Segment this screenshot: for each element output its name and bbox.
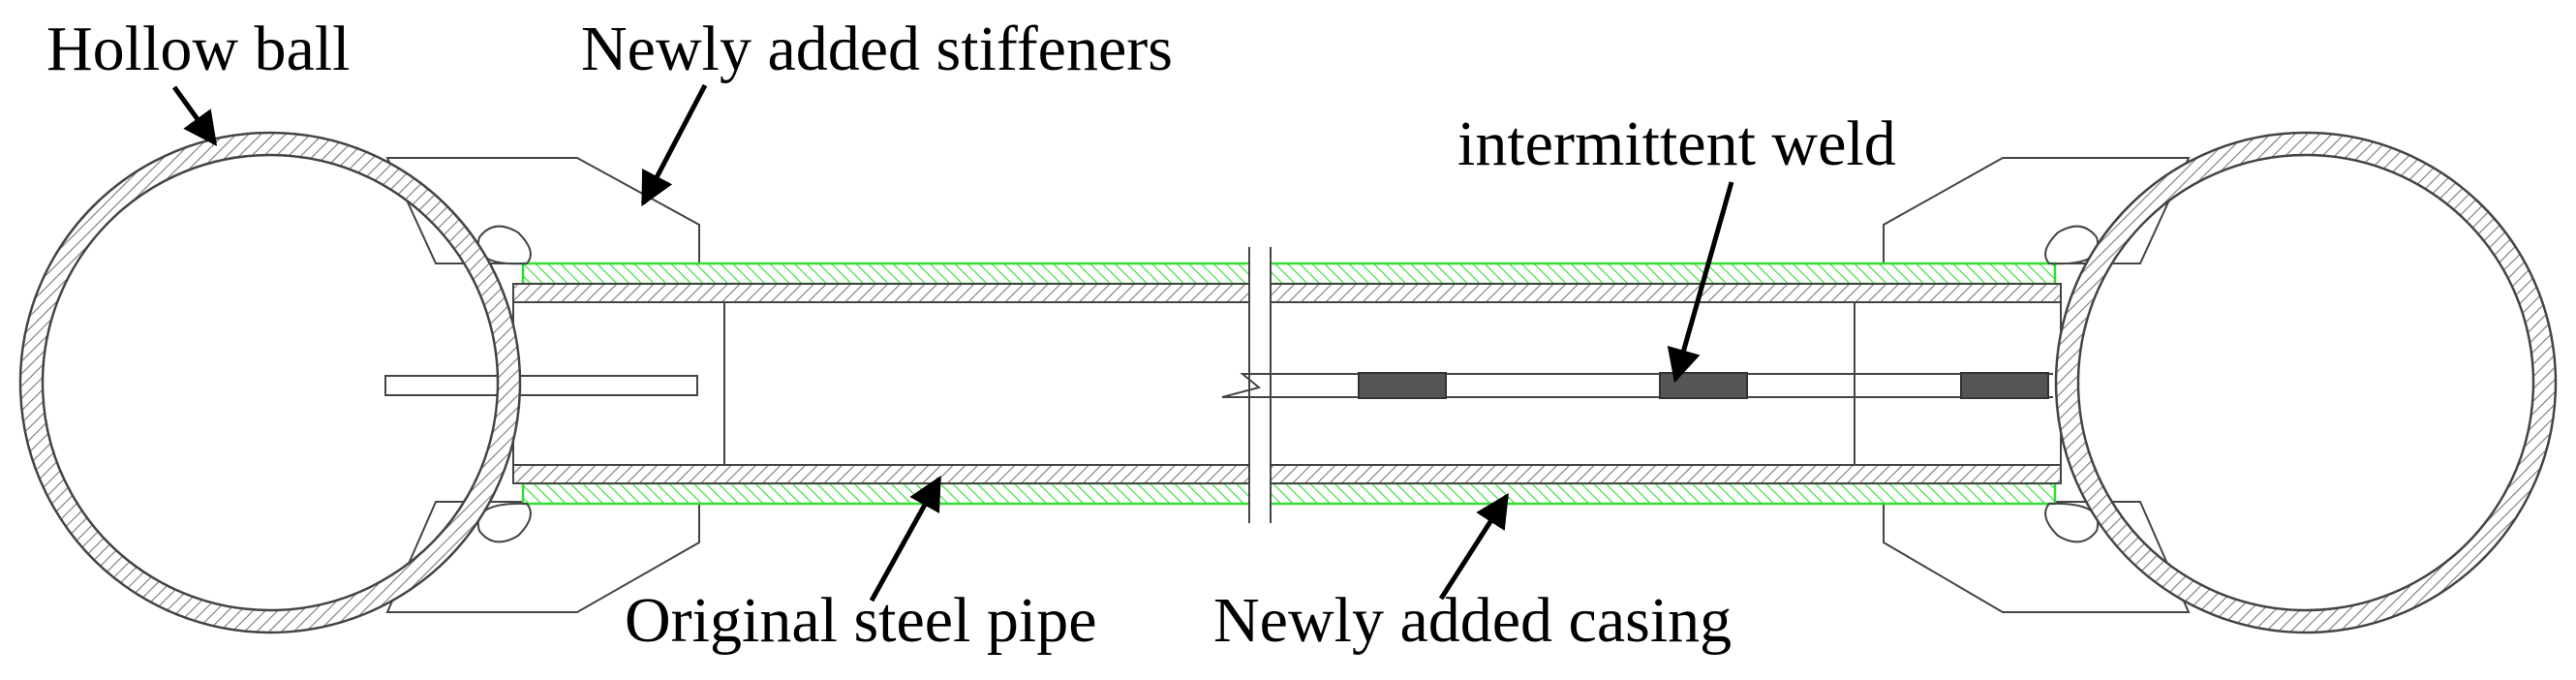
right-plate-with-welds [1221,372,2053,399]
break-zigzag [1221,373,1298,398]
label-newly-added-casing: Newly added casing [1213,585,1732,656]
intermittent-weld-1 [1358,372,1447,399]
pipe-right-half [1271,262,2062,506]
arrow-hollow-ball [171,85,218,146]
label-intermittent-weld: intermittent weld [1457,108,1896,179]
label-original-steel-pipe: Original steel pipe [625,585,1097,656]
left-gusset-plate [384,375,698,396]
inner-sleeve-left [512,301,725,466]
pipe-left-half [512,262,1249,506]
label-newly-added-stiffeners: Newly added stiffeners [581,14,1173,84]
intermittent-weld-2 [1659,372,1748,399]
right-upper-stiffener [1883,157,2191,264]
pipe-wall-top-right [1271,283,2062,303]
left-upper-stiffener [385,157,700,264]
arrow-casing [1438,493,1510,601]
label-hollow-ball: Hollow ball [46,14,350,84]
leader-arrows [171,83,1734,603]
arrow-intermittent-weld [1667,181,1734,384]
casing-top-left [521,262,1249,286]
pipe-wall-bottom-left [512,464,1249,484]
right-hollow-ball [2054,131,2558,634]
break-symbol [1248,247,1272,523]
pipe-wall-top-left [512,283,1249,303]
pipe-wall-bottom-right [1271,464,2062,484]
intermittent-weld-3 [1960,372,2049,399]
left-hollow-ball [18,131,522,634]
arrow-stiffeners [640,83,708,207]
arrow-original-pipe [869,475,942,603]
casing-bottom-left [521,481,1249,506]
